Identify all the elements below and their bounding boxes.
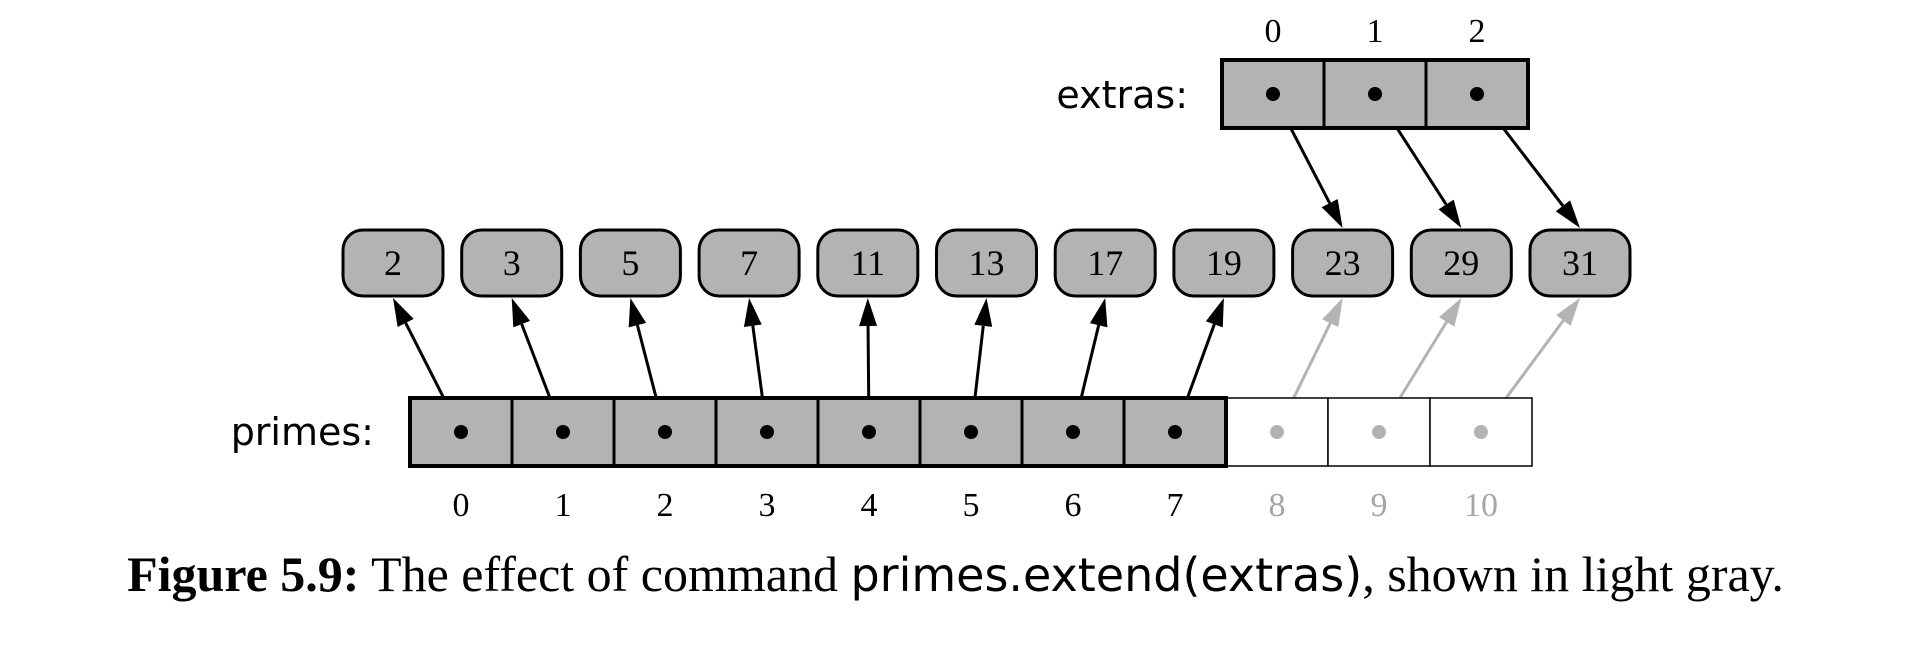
- reference-dot-icon: [1168, 425, 1182, 439]
- primes-cell: 3: [714, 396, 820, 524]
- reference-dot-icon: [964, 425, 978, 439]
- value-box: 5: [578, 228, 682, 298]
- arrowhead-icon: [393, 298, 414, 328]
- primes-cell: 2: [612, 396, 718, 524]
- value-box: 29: [1409, 228, 1513, 298]
- caption-text-after: , shown in light gray.: [1362, 546, 1784, 602]
- primes-index-label: 2: [657, 487, 674, 524]
- value-label: 19: [1206, 243, 1242, 283]
- extras-frame: [1220, 58, 1530, 130]
- value-box: 17: [1053, 228, 1157, 298]
- caption-text-before: The effect of command: [359, 546, 851, 602]
- primes-cell: 7: [1122, 396, 1228, 524]
- caption-code: primes.extend(extras): [850, 548, 1363, 602]
- primes-index-label: 8: [1269, 487, 1286, 524]
- value-box: 31: [1528, 228, 1632, 298]
- primes-cell: 4: [816, 396, 922, 524]
- primes-cell: 0: [408, 396, 514, 524]
- reference-dot-icon: [454, 425, 468, 439]
- value-box: 19: [1172, 228, 1276, 298]
- arrowhead-icon: [1438, 199, 1462, 228]
- arrowhead-icon: [1205, 298, 1224, 328]
- value-label: 5: [621, 243, 639, 283]
- extras-array: extras: 0 1 2: [1056, 13, 1530, 130]
- primes-cell: 6: [1020, 396, 1126, 524]
- primes-index-label: 10: [1464, 487, 1498, 524]
- reference-dot-icon: [1474, 425, 1488, 439]
- arrowhead-icon: [974, 298, 993, 327]
- primes-new-cell: 9: [1327, 397, 1431, 524]
- value-box: 3: [460, 228, 564, 298]
- caption-figure-label: Figure 5.9:: [127, 546, 360, 602]
- arrowhead-icon: [1089, 298, 1108, 328]
- reference-dot-icon: [862, 425, 876, 439]
- value-box: 7: [697, 228, 801, 298]
- value-label: 17: [1087, 243, 1123, 283]
- extras-index-label: 2: [1469, 13, 1486, 50]
- value-label: 2: [384, 243, 402, 283]
- arrowhead-icon: [1556, 298, 1580, 326]
- primes-index-label: 0: [453, 487, 470, 524]
- extras-cell: 0: [1220, 13, 1326, 130]
- arrowhead-icon: [1322, 298, 1343, 328]
- arrowhead-icon: [743, 298, 762, 327]
- value-label: 23: [1325, 243, 1361, 283]
- primes-index-label: 3: [759, 487, 776, 524]
- figure-caption: Figure 5.9: The effect of command primes…: [0, 545, 1911, 603]
- reference-dot-icon: [760, 425, 774, 439]
- extras-cell: 2: [1424, 13, 1530, 130]
- arrowhead-icon: [628, 298, 647, 328]
- extras-label: extras:: [1056, 73, 1188, 117]
- primes-cell: 5: [918, 396, 1024, 524]
- reference-dot-icon: [658, 425, 672, 439]
- reference-dot-icon: [1066, 425, 1080, 439]
- value-label: 31: [1562, 243, 1598, 283]
- extras-index-label: 0: [1265, 13, 1282, 50]
- primes-new-cell: 10: [1429, 397, 1533, 524]
- value-label: 13: [969, 243, 1005, 283]
- reference-dot-icon: [1372, 425, 1386, 439]
- primes-index-label: 6: [1065, 487, 1082, 524]
- reference-dot-icon: [1270, 425, 1284, 439]
- primes-index-label: 7: [1167, 487, 1184, 524]
- reference-dot-icon: [1266, 87, 1280, 101]
- primes-index-label: 5: [963, 487, 980, 524]
- value-label: 11: [850, 243, 885, 283]
- value-box: 23: [1291, 228, 1395, 298]
- value-box: 13: [935, 228, 1038, 298]
- primes-label: primes:: [231, 410, 374, 454]
- arrowhead-icon: [1438, 298, 1462, 327]
- reference-dot-icon: [1368, 87, 1382, 101]
- primes-new-cell: 8: [1225, 397, 1329, 524]
- arrowhead-icon: [1555, 200, 1580, 228]
- extras-cell: 1: [1322, 13, 1428, 130]
- arrowhead-icon: [511, 298, 531, 328]
- value-box: 11: [816, 228, 920, 298]
- primes-original-frame: [408, 396, 1228, 468]
- value-label: 7: [740, 243, 758, 283]
- primes-cell: 1: [510, 396, 616, 524]
- value-box: 2: [341, 228, 445, 298]
- extras-index-label: 1: [1367, 13, 1384, 50]
- reference-dot-icon: [556, 425, 570, 439]
- primes-array: primes: 0 1 2 3 4 5 6 7 8 9 10: [231, 396, 1533, 524]
- primes-index-label: 9: [1371, 487, 1388, 524]
- value-label: 29: [1443, 243, 1479, 283]
- primes-index-label: 1: [555, 487, 572, 524]
- arrowhead-icon: [1321, 199, 1343, 228]
- value-label: 3: [503, 243, 521, 283]
- primes-index-label: 4: [861, 487, 878, 524]
- reference-dot-icon: [1470, 87, 1484, 101]
- arrowhead-icon: [859, 298, 878, 327]
